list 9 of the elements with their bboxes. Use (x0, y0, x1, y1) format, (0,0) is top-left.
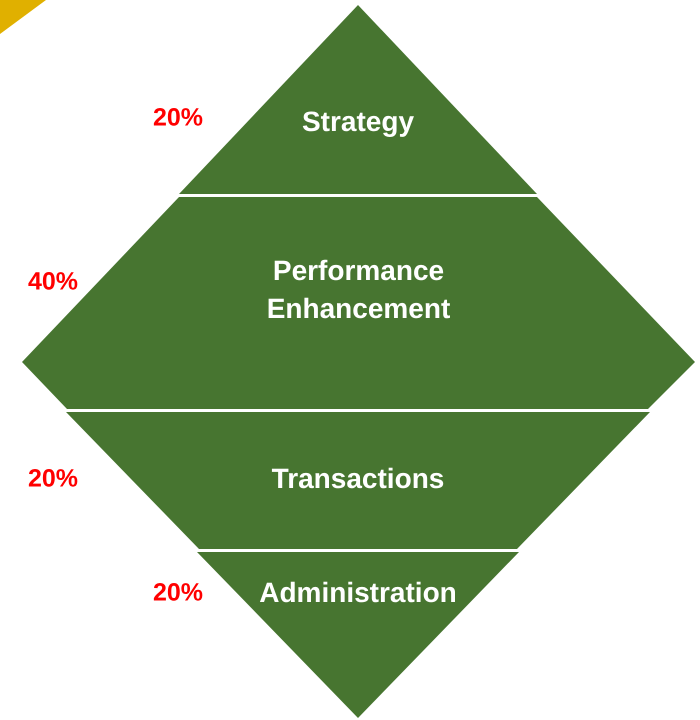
percentage-label: 20% (152, 104, 204, 132)
band-label: Administration (259, 576, 457, 610)
percentage-label: 20% (28, 464, 78, 494)
band-label: Performance Enhancement (266, 254, 452, 326)
band-label: Transactions (272, 462, 444, 496)
percentage-label: 40% (28, 268, 78, 296)
diamond-band (22, 197, 695, 409)
percentage-label: 20% (152, 578, 204, 608)
band-label: Strategy (302, 105, 414, 139)
